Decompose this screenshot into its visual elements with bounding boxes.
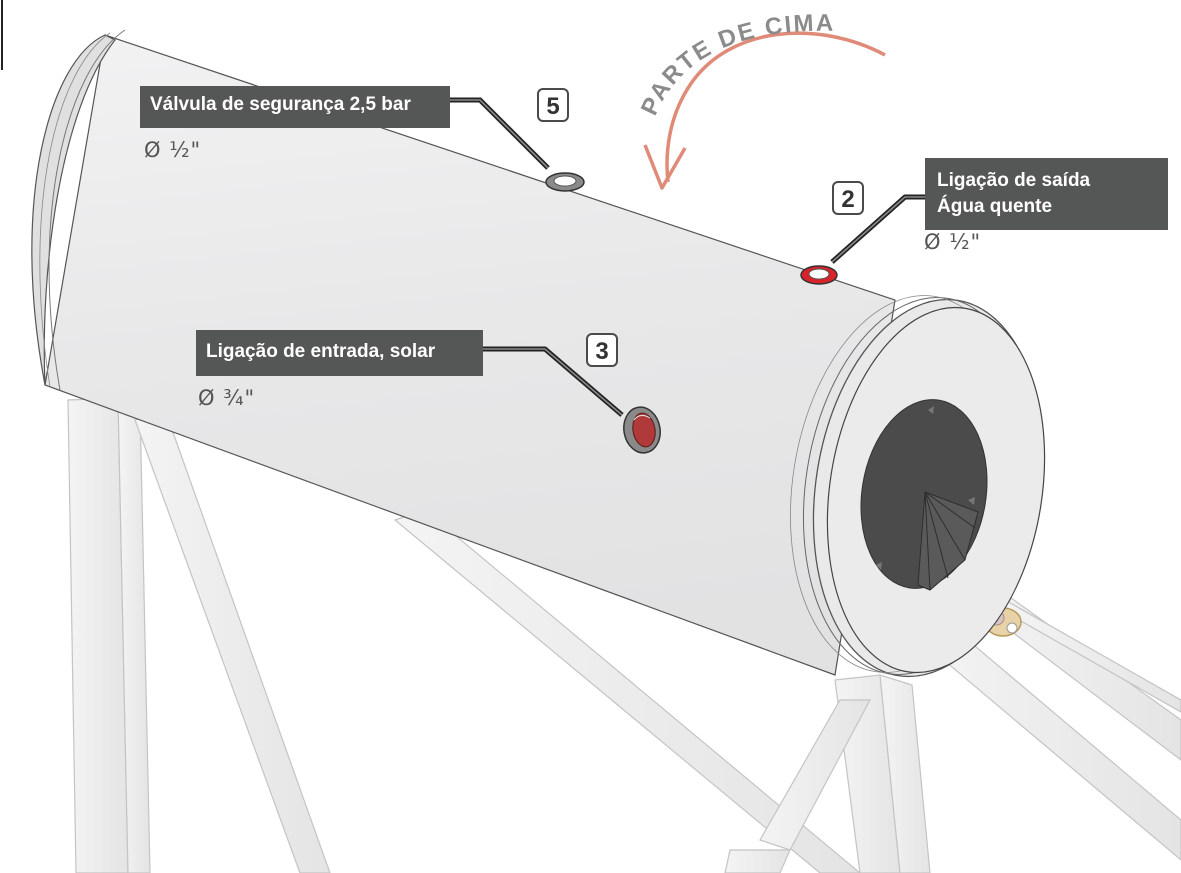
top-side-label-text: PARTE DE CIMA (636, 10, 833, 120)
hot-water-outlet-label: Ligação de saída Água quente (925, 158, 1168, 230)
solar-inlet-label: Ligação de entrada, solar (196, 330, 483, 376)
solar-inlet-label-text: Ligação de entrada, solar (206, 341, 436, 362)
safety-valve-label-text: Válvula de segurança 2,5 bar (150, 94, 411, 115)
svg-text:PARTE DE CIMA: PARTE DE CIMA (640, 10, 835, 120)
hot-water-outlet-dimension: Ø ½" (924, 230, 982, 254)
top-side-arrow (643, 31, 886, 190)
hot-water-outlet-label-line2: Água quente (937, 196, 1053, 217)
callout-number-5: 5 (537, 88, 569, 122)
hot-water-outlet-port (800, 265, 838, 285)
safety-valve-port (545, 172, 585, 192)
leader-lines (450, 97, 928, 417)
safety-valve-dimension: Ø ½" (144, 138, 202, 162)
callout-number-2: 2 (832, 181, 864, 215)
solar-inlet-port (623, 406, 661, 454)
top-side-label: PARTE DE CIMA (636, 5, 880, 125)
tank-body (31, 29, 1046, 678)
solar-inlet-dimension: Ø ¾" (198, 386, 256, 410)
hot-water-outlet-label-line1: Ligação de saída (937, 170, 1091, 191)
callout-number-3: 3 (586, 333, 618, 367)
safety-valve-label: Válvula de segurança 2,5 bar (140, 86, 450, 128)
support-frame (67, 397, 1181, 873)
